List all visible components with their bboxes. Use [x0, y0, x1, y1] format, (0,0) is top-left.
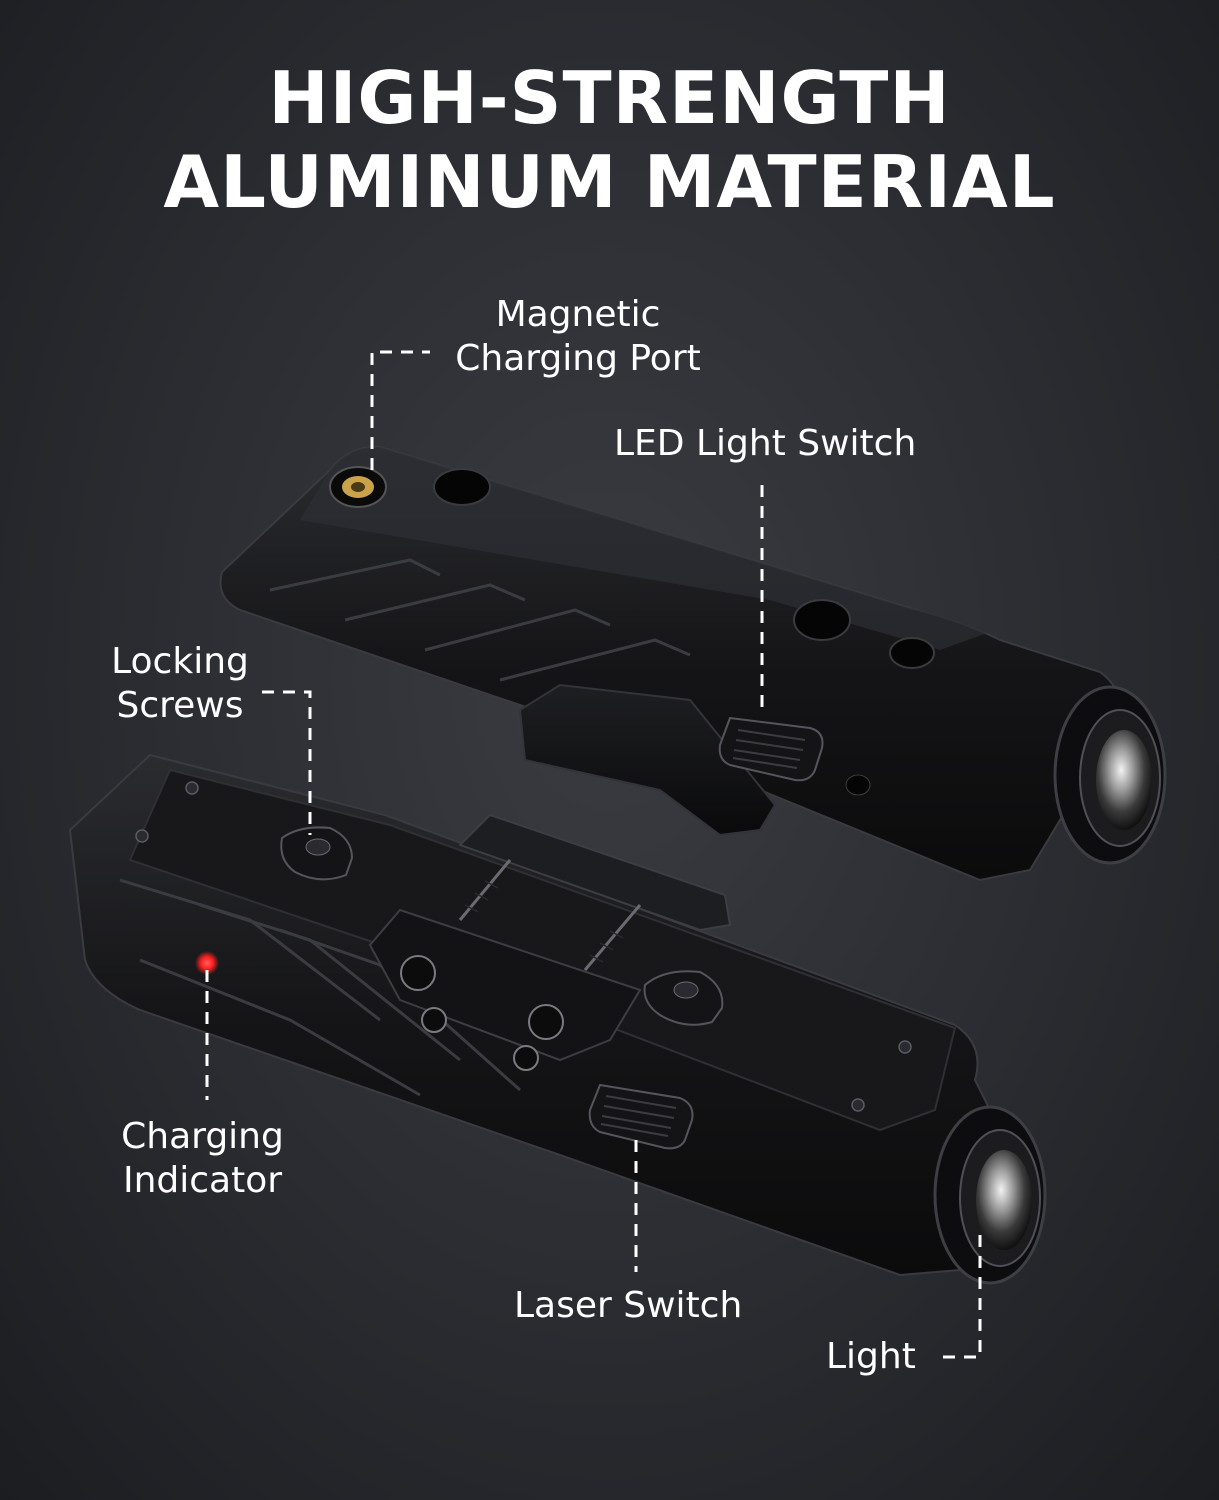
label-led-light-switch: LED Light Switch — [614, 422, 916, 466]
label-locking-line-1: Locking — [111, 641, 249, 682]
led-switch-pad — [718, 716, 824, 782]
headline-line-1: HIGH-STRENGTH — [268, 56, 951, 140]
label-light: Light — [826, 1335, 916, 1379]
label-charging-indicator: Charging Indicator — [105, 1115, 300, 1203]
lower-head — [933, 1105, 1047, 1285]
label-indicator-line-1: Charging — [121, 1116, 284, 1157]
callout-line-light — [940, 1235, 982, 1359]
label-laser-line-1: Laser Switch — [514, 1285, 743, 1326]
callout-line-locking-screws — [262, 690, 312, 835]
charging-indicator-dot — [195, 951, 219, 975]
label-magnetic-line-1: Magnetic — [495, 294, 661, 335]
label-magnetic-charging-port: Magnetic Charging Port — [440, 293, 716, 381]
rail-mount — [368, 813, 732, 1071]
label-indicator-line-2: Indicator — [122, 1160, 283, 1201]
headline-line-2: ALUMINUM MATERIAL — [163, 140, 1056, 224]
label-led-line-1: LED Light Switch — [614, 423, 917, 464]
label-locking-screws: Locking Screws — [100, 640, 260, 728]
magnetic-charging-port-icon — [329, 466, 387, 508]
lower-light-unit — [68, 753, 1047, 1285]
label-magnetic-line-2: Charging Port — [455, 338, 701, 379]
upper-lens — [1096, 730, 1152, 830]
locking-screw-knob-2 — [643, 970, 724, 1026]
callout-lines — [205, 350, 982, 1359]
label-laser-switch: Laser Switch — [514, 1284, 742, 1328]
upper-head — [1053, 685, 1167, 865]
callout-line-magnetic-port — [370, 350, 430, 470]
locking-screw-knob — [280, 826, 354, 881]
upper-grooves — [269, 558, 691, 682]
laser-switch-pad — [588, 1083, 694, 1150]
upper-light-unit — [219, 445, 1167, 882]
lower-lens — [976, 1150, 1032, 1250]
label-locking-line-2: Screws — [116, 685, 244, 726]
upper-mount — [518, 683, 777, 837]
label-light-line-1: Light — [826, 1336, 916, 1377]
